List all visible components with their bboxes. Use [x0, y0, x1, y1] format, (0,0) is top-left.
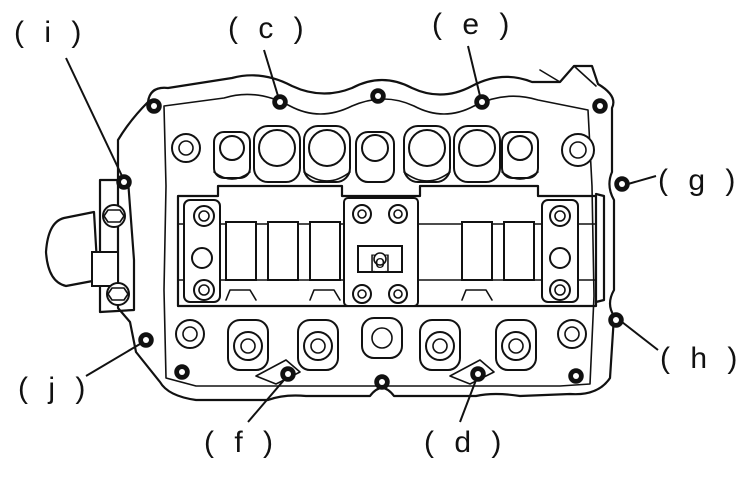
leader-e	[467, 45, 481, 97]
valve-springs-bottom	[175, 317, 587, 385]
label-i: ( i )	[14, 16, 87, 49]
leader-h	[621, 321, 659, 351]
label-h: ( h )	[660, 342, 743, 375]
inner-rim	[163, 93, 595, 387]
timing-housing	[44, 178, 136, 314]
label-j: ( j )	[18, 372, 91, 405]
leader-c	[263, 49, 279, 97]
leader-f	[247, 379, 285, 423]
head-outline	[116, 64, 616, 402]
leader-j	[85, 343, 141, 377]
label-d: ( d )	[424, 426, 507, 459]
camshaft-band	[176, 184, 598, 308]
perimeter-bolts	[116, 88, 630, 390]
rear-plate	[539, 65, 606, 304]
label-g: ( g )	[658, 164, 741, 197]
leader-g	[627, 175, 657, 185]
leader-i	[65, 57, 123, 177]
label-f: ( f )	[204, 426, 279, 459]
cap-mark: [o]	[370, 252, 390, 272]
leader-lines	[65, 45, 659, 423]
valve-springs-top	[171, 125, 595, 183]
leader-d	[459, 379, 477, 423]
label-c: ( c )	[228, 12, 310, 45]
label-e: ( e )	[432, 8, 515, 41]
